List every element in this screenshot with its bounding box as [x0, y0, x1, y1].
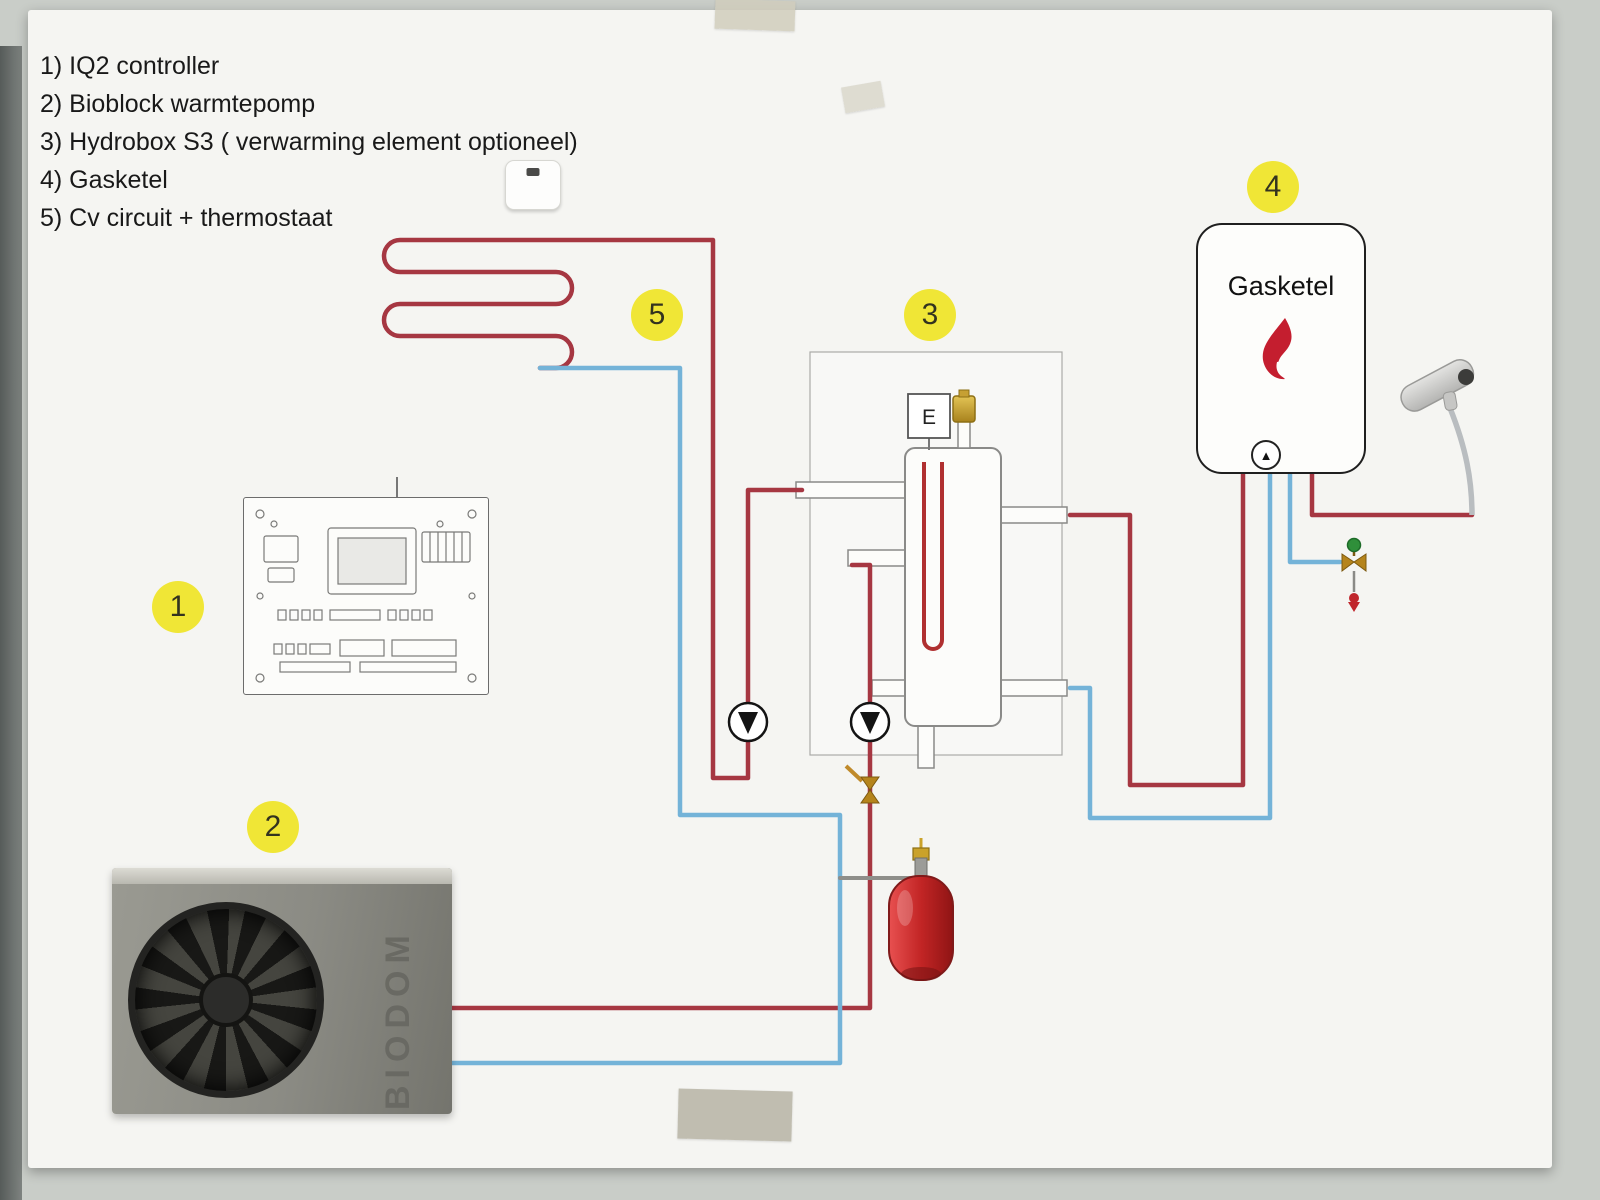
thermostat-display: [526, 168, 540, 176]
controller-pcb-sketch: [255, 509, 477, 683]
marker-4: 4: [1247, 161, 1299, 213]
element-label: E: [922, 406, 936, 429]
controller-antenna: [396, 477, 398, 498]
supply-pipe-boiler: [1067, 469, 1246, 788]
marker-3: 3: [904, 289, 956, 341]
thermostat-icon: [505, 160, 561, 210]
return-pipe-floor-heatpump: [449, 365, 843, 1066]
gas-boiler-unit: Gasketel ▲: [1196, 223, 1366, 474]
marker-2: 2: [247, 801, 299, 853]
wall-edge-strip: [0, 46, 22, 1200]
pump-icon: [727, 701, 769, 743]
heat-pump-unit: BIODOM: [112, 868, 452, 1114]
marker-1-label: 1: [169, 590, 187, 623]
cold-water-pipe: [1287, 469, 1343, 565]
ball-valve-icon: [844, 764, 880, 804]
heating-element-icon: [922, 462, 944, 651]
boiler-label: Gasketel: [1227, 271, 1335, 301]
legend: 1) IQ2 controller 2) Bioblock warmtepomp…: [40, 52, 680, 242]
expansion-vessel: [888, 838, 954, 981]
legend-item-2: 2) Bioblock warmtepomp: [40, 90, 316, 118]
supply-pipe-heatpump: [449, 562, 873, 1011]
shower-hose: [1447, 406, 1475, 516]
heat-pump-top-panel: [112, 868, 452, 884]
hot-water-pipe-shower: [1309, 469, 1475, 518]
drain-tap-icon: [1349, 593, 1359, 603]
iq2-controller-diagram: [243, 497, 489, 695]
legend-item-1: 1) IQ2 controller: [40, 52, 220, 80]
electric-element-box: E: [907, 393, 951, 439]
inlet-valve-icon: [1341, 537, 1367, 612]
marker-1: 1: [152, 581, 204, 633]
marker-3-label: 3: [921, 298, 939, 331]
flame-icon: [1198, 314, 1364, 391]
heat-pump-brand: BIODOM: [379, 928, 417, 1110]
fan-icon: [128, 902, 324, 1098]
boiler-valve-icon: ▲: [1251, 440, 1281, 470]
hydrobox-unit: E: [795, 351, 1068, 769]
return-pipe-boiler: [1067, 469, 1273, 821]
marker-4-label: 4: [1264, 170, 1282, 203]
legend-item-4: 4) Gasketel: [40, 166, 168, 194]
marker-2-label: 2: [264, 810, 282, 843]
supply-pipe-floor-coil: [381, 237, 805, 781]
marker-5-label: 5: [648, 298, 666, 331]
shower-icon: [1400, 359, 1475, 412]
air-vent-icon: [952, 389, 976, 423]
legend-item-5: 5) Cv circuit + thermostaat: [40, 204, 333, 232]
marker-5: 5: [631, 289, 683, 341]
legend-item-3: 3) Hydrobox S3 ( verwarming element opti…: [40, 128, 578, 156]
pump-icon: [849, 701, 891, 743]
